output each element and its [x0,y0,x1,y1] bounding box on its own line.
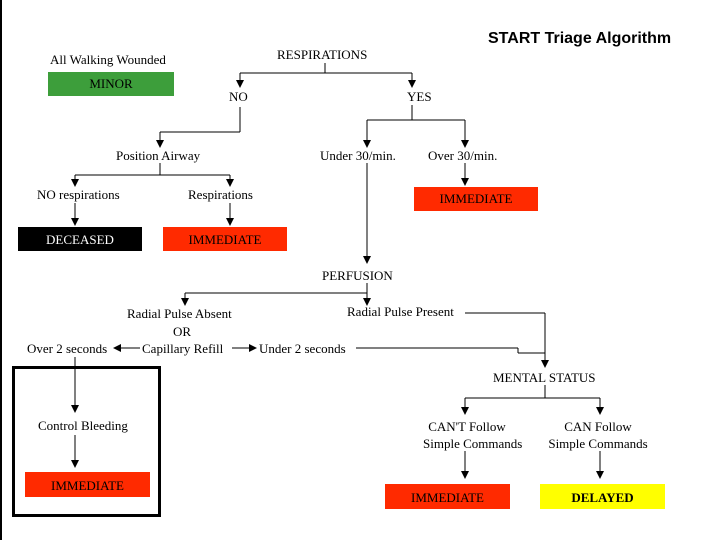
no-label: NO [229,89,248,104]
immediate-bleeding-box: IMMEDIATE [25,472,150,497]
capillary-refill-label: Capillary Refill [142,341,224,356]
minor-box: MINOR [48,72,174,96]
deceased-box: DECEASED [18,227,142,251]
cant-follow-line2: Simple Commands [423,436,523,451]
delayed-box: DELAYED [540,484,665,509]
over-2-seconds-label: Over 2 seconds [27,341,108,356]
perfusion-label: PERFUSION [322,268,393,283]
control-bleeding-label: Control Bleeding [38,418,128,433]
can-follow-line2: Simple Commands [548,436,648,451]
mental-status-label: MENTAL STATUS [493,370,596,385]
yes-label: YES [407,89,432,104]
cant-follow-line1: CAN'T Follow [428,419,506,434]
can-follow-label: CAN Follow Simple Commands [545,420,651,451]
left-border [0,0,2,540]
all-walking-wounded-label: All Walking Wounded [50,52,166,67]
under-30-label: Under 30/min. [320,148,396,163]
position-airway-label: Position Airway [116,148,201,163]
respirations-label: RESPIRATIONS [277,47,368,62]
page-title: START Triage Algorithm [488,30,672,47]
can-follow-line1: CAN Follow [564,419,632,434]
no-respirations-label: NO respirations [37,187,120,202]
respirations-lower-label: Respirations [188,187,253,202]
immediate-over-30-box: IMMEDIATE [414,187,538,211]
cant-follow-label: CAN'T Follow Simple Commands [423,419,523,451]
control-bleeding-frame [12,366,161,517]
immediate-resp-box: IMMEDIATE [163,227,287,251]
or-label: OR [173,324,192,339]
under-2-seconds-label: Under 2 seconds [259,341,346,356]
over-30-label: Over 30/min. [428,148,498,163]
radial-pulse-absent-label: Radial Pulse Absent [127,306,232,321]
radial-pulse-present-label: Radial Pulse Present [347,304,454,319]
immediate-mental-box: IMMEDIATE [385,484,510,509]
